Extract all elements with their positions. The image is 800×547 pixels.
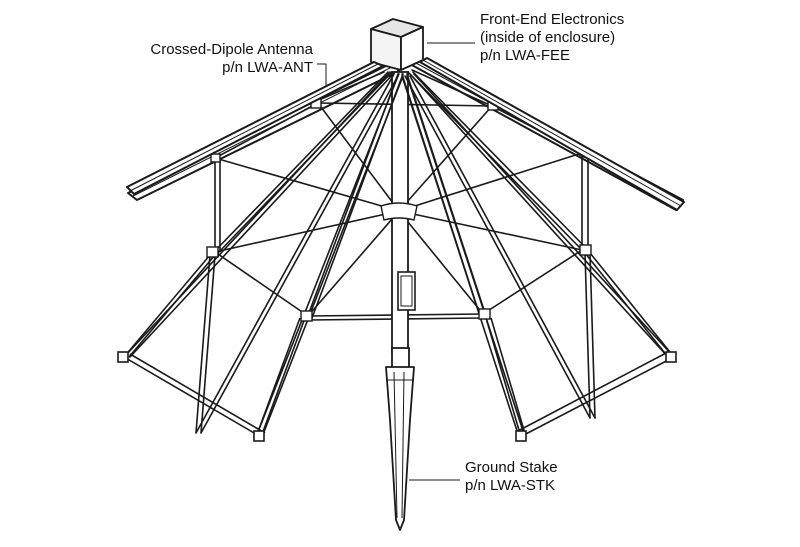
front-end-enclosure (370, 18, 424, 71)
ground-stake-label: Ground Stake p/n LWA-STK (465, 459, 558, 495)
antenna-leader-line (317, 63, 327, 86)
near-dipole-arm-right (419, 57, 685, 211)
fee-label-part-number: p/n LWA-FEE (480, 47, 571, 64)
fee-label-name: Front-End Electronics (480, 11, 625, 28)
antenna-label-name: Crossed-Dipole Antenna (150, 41, 313, 58)
fee-label-note: (inside of enclosure) (480, 29, 616, 46)
lower-right-panel (485, 252, 677, 442)
upper-wire-frame (214, 102, 589, 321)
stake-label-name: Ground Stake (465, 459, 558, 476)
mast-clamp (397, 271, 416, 311)
ground-stake (385, 366, 415, 531)
antenna-label-part-number: p/n LWA-ANT (222, 59, 313, 76)
stake-label-part-number: p/n LWA-STK (465, 477, 556, 494)
lower-left-panel (117, 254, 306, 442)
near-dipole-arm-left (126, 61, 384, 195)
leader-lines (317, 42, 475, 481)
central-mast (391, 71, 410, 371)
antenna-label: Crossed-Dipole Antenna p/n LWA-ANT (150, 41, 313, 77)
front-end-electronics-label: Front-End Electronics (inside of enclosu… (480, 11, 624, 65)
